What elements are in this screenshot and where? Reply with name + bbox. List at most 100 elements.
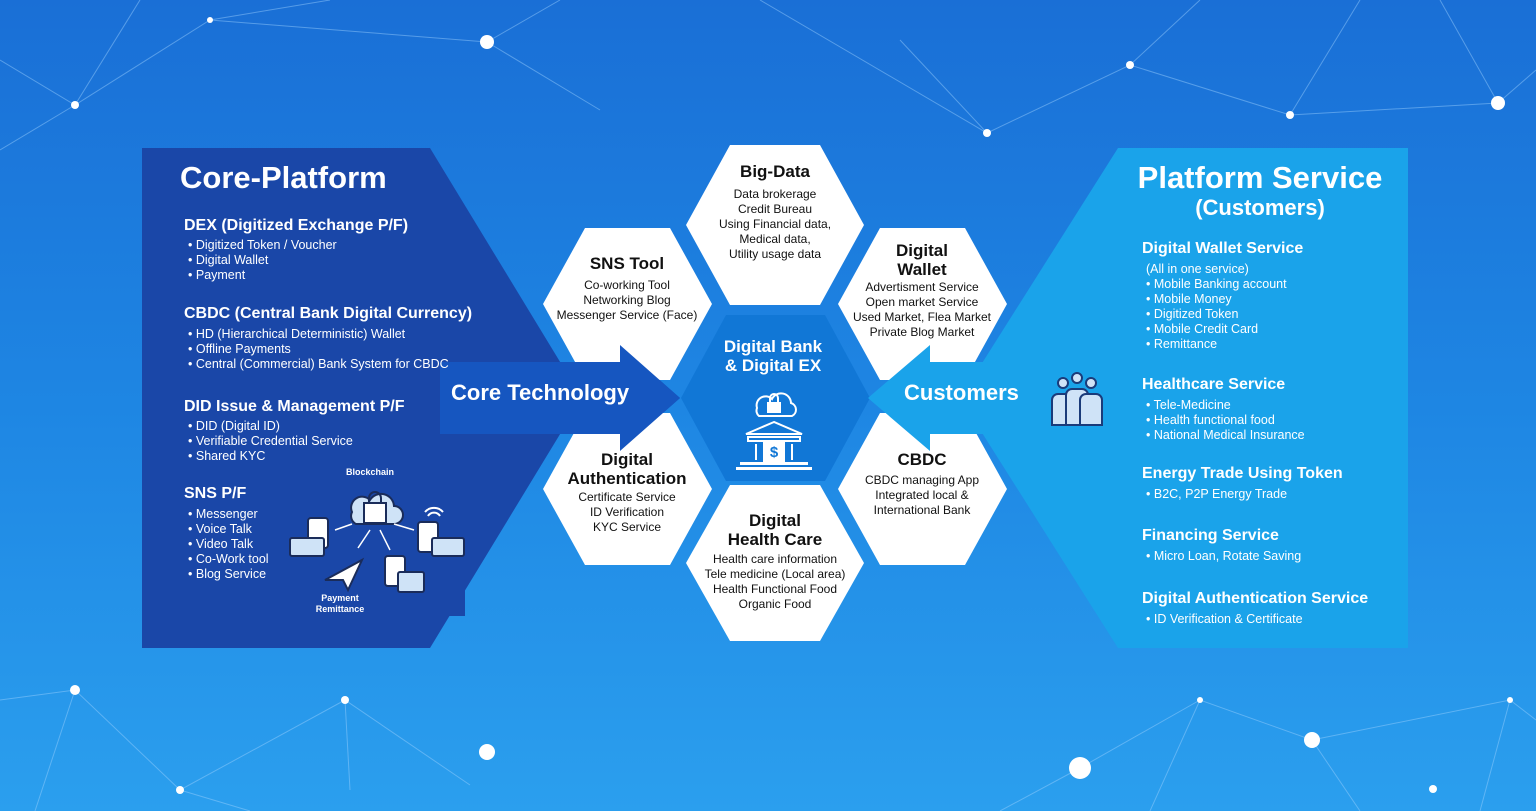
- digital-auth-title: Digital Authentication: [552, 450, 702, 488]
- list-item: B2C, P2P Energy Trade: [1146, 487, 1287, 502]
- hex-line: Data brokerage: [733, 187, 817, 201]
- network-nodes: [70, 17, 1513, 794]
- hex-title-line: Digital: [749, 511, 801, 530]
- list-item: Remittance: [1146, 337, 1287, 352]
- list-item: Voice Talk: [188, 522, 269, 537]
- hex-line: CBDC managing App: [864, 473, 980, 487]
- list-item: Co-Work tool: [188, 552, 269, 567]
- list-item: Mobile Credit Card: [1146, 322, 1287, 337]
- cbdc-lines: CBDC managing App Integrated local & Int…: [837, 473, 1007, 518]
- hex-line: Credit Bureau: [737, 202, 813, 216]
- svg-text:$: $: [770, 444, 779, 461]
- list-item: Digitized Token / Voucher: [188, 238, 337, 253]
- section-title-did: DID Issue & Management P/F: [184, 398, 405, 415]
- health-care-title: Digital Health Care: [700, 511, 850, 549]
- hex-title-line: Health Care: [727, 530, 823, 549]
- hex-line: Certificate Service: [578, 490, 676, 504]
- list-item: Payment: [188, 268, 337, 283]
- remittance-label: Remittance: [315, 604, 365, 614]
- hex-line: Organic Food: [738, 597, 812, 611]
- list-item: HD (Hierarchical Deterministic) Wallet: [188, 327, 449, 342]
- sns-tool-title: SNS Tool: [589, 254, 665, 273]
- digital-wallet-title: Digital Wallet: [847, 241, 997, 279]
- hex-digital-wallet: [838, 228, 1007, 380]
- big-data-title: Big-Data: [740, 162, 810, 181]
- section-title-dex: DEX (Digitized Exchange P/F): [184, 217, 409, 234]
- cbdc-title: CBDC: [897, 450, 947, 469]
- list-healthcare: Tele-Medicine Health functional food Nat…: [1146, 398, 1305, 443]
- section-title-energy: Energy Trade Using Token: [1142, 465, 1343, 482]
- hex-line: Used Market, Flea Market: [852, 310, 992, 324]
- hex-title-line: Digital: [601, 450, 653, 469]
- blockchain-illustration: [285, 478, 465, 616]
- health-care-lines: Health care information Tele medicine (L…: [690, 552, 860, 612]
- sns-tool-lines: Co-working Tool Networking Blog Messenge…: [542, 278, 712, 323]
- hex-line: Messenger Service (Face): [556, 308, 698, 322]
- list-item: Tele-Medicine: [1146, 398, 1305, 413]
- digital-auth-lines: Certificate Service ID Verification KYC …: [542, 490, 712, 535]
- digital-wallet-lines: Advertisment Service Open market Service…: [837, 280, 1007, 340]
- platform-service-title: Platform Service: [1137, 160, 1383, 195]
- list-dex: Digitized Token / Voucher Digital Wallet…: [188, 238, 337, 283]
- core-technology-label: Core Technology: [451, 380, 630, 405]
- hex-line: International Bank: [873, 503, 971, 517]
- hex-line: Networking Blog: [583, 293, 671, 307]
- center-title-line2: & Digital EX: [724, 356, 822, 375]
- list-energy: B2C, P2P Energy Trade: [1146, 487, 1287, 502]
- section-title-healthcare: Healthcare Service: [1142, 376, 1286, 393]
- wifi-icon: [424, 506, 444, 517]
- customers-label: Customers: [904, 380, 1019, 405]
- list-item: Shared KYC: [188, 449, 353, 464]
- hex-big-data: [686, 145, 864, 305]
- blockchain-label: Blockchain: [345, 467, 394, 477]
- hex-title-line: Authentication: [567, 469, 687, 488]
- hex-title-line: Digital: [896, 241, 948, 260]
- list-auth-service: ID Verification & Certificate: [1146, 612, 1303, 627]
- list-item: Offline Payments: [188, 342, 449, 357]
- list-item: Digital Wallet: [188, 253, 337, 268]
- list-did: DID (Digital ID) Verifiable Credential S…: [188, 419, 353, 464]
- hex-line: Health Functional Food: [712, 582, 838, 596]
- hex-line: Medical data,: [739, 232, 811, 246]
- payment-label: Payment: [321, 593, 359, 603]
- list-item: ID Verification & Certificate: [1146, 612, 1303, 627]
- section-title-auth-service: Digital Authentication Service: [1142, 590, 1369, 607]
- section-title-sns: SNS P/F: [184, 485, 247, 502]
- section-note: (All in one service): [1146, 262, 1249, 276]
- hex-line: Private Blog Market: [869, 325, 975, 339]
- center-title-line1: Digital Bank: [723, 337, 823, 356]
- hex-title-line: Wallet: [897, 260, 947, 279]
- list-item: National Medical Insurance: [1146, 428, 1305, 443]
- section-title-cbdc: CBDC (Central Bank Digital Currency): [184, 305, 473, 322]
- hex-line: Co-working Tool: [584, 278, 670, 292]
- hex-line: Advertisment Service: [865, 280, 979, 294]
- list-cbdc: HD (Hierarchical Deterministic) Wallet O…: [188, 327, 449, 372]
- core-platform-title: Core-Platform: [180, 160, 387, 195]
- hex-sns-tool: [543, 228, 712, 380]
- hex-line: Utility usage data: [728, 247, 822, 261]
- hex-health-care: [686, 485, 864, 641]
- illustration-connectors: [334, 523, 415, 551]
- list-item: Blog Service: [188, 567, 269, 582]
- list-item: Mobile Money: [1146, 292, 1287, 307]
- list-item: Health functional food: [1146, 413, 1305, 428]
- list-item: Video Talk: [188, 537, 269, 552]
- certificate-icon: [397, 571, 425, 593]
- credit-card-icon: [289, 537, 465, 557]
- list-item: DID (Digital ID): [188, 419, 353, 434]
- hex-digital-auth: [543, 413, 712, 565]
- list-item: Verifiable Credential Service: [188, 434, 353, 449]
- paper-plane-icon: [324, 557, 365, 593]
- hex-line: Open market Service: [865, 295, 979, 309]
- bank-lock-icon: [736, 392, 812, 470]
- section-title-financing: Financing Service: [1142, 527, 1279, 544]
- section-title-wallet-service: Digital Wallet Service: [1142, 240, 1304, 257]
- list-wallet-service: (All in one service) Mobile Banking acco…: [1146, 262, 1287, 352]
- list-financing: Micro Loan, Rotate Saving: [1146, 549, 1301, 564]
- people-group-icon: [1051, 372, 1103, 426]
- list-sns: Messenger Voice Talk Video Talk Co-Work …: [188, 507, 269, 582]
- platform-service-subtitle: (Customers): [1195, 195, 1325, 220]
- hex-line: Integrated local &: [875, 488, 969, 502]
- list-item: Digitized Token: [1146, 307, 1287, 322]
- hex-line: KYC Service: [592, 520, 662, 534]
